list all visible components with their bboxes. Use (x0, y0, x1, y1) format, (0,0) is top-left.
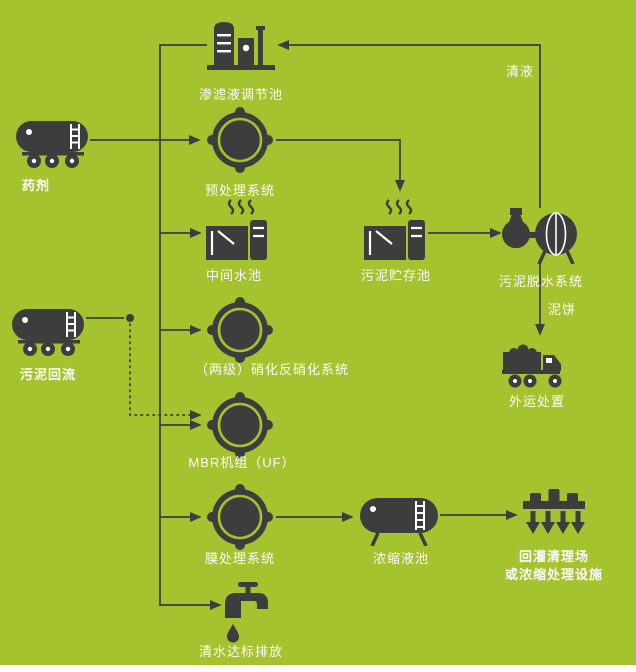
reinjection-label: 回灌清理场 或浓缩处理设施 (505, 548, 603, 584)
clean-water-label: 清水达标排放 (198, 644, 284, 659)
mud-cake-label: 泥饼 (548, 302, 577, 317)
leachate-pool-icon (206, 18, 276, 74)
intermediate-pool-label: 中间水池 (205, 268, 263, 283)
chemical-label: 药剂 (22, 178, 51, 193)
reinjection-facility-icon (520, 488, 588, 544)
membrane-label: 膜处理系统 (204, 551, 276, 566)
clear-liquid-label: 清液 (505, 64, 534, 79)
intermediate-pool-icon (204, 198, 270, 262)
bottom-edge-strip (0, 665, 636, 672)
outbound-label: 外运处置 (508, 394, 566, 409)
concentrate-pool-label: 浓缩液池 (372, 551, 430, 566)
sludge-dewatering-icon (498, 206, 582, 264)
sludge-return-dashed-line (129, 323, 202, 421)
sludge-return-truck-icon (10, 300, 98, 358)
chemical-truck-icon (14, 112, 102, 170)
pretreatment-unit-icon (206, 106, 274, 174)
outbound-truck-icon (500, 338, 574, 390)
reinjection-label-line1: 回灌清理场 (518, 549, 590, 564)
nitrification-label: （两级）硝化反硝化系统 (194, 362, 350, 377)
sludge-storage-label: 污泥贮存池 (360, 268, 432, 283)
reinjection-label-line2: 或浓缩处理设施 (504, 567, 604, 582)
main-flow-line (159, 44, 222, 611)
membrane-unit-icon (206, 483, 274, 551)
leachate-pool-label: 渗滤液调节池 (198, 87, 284, 102)
nitrification-unit-icon (206, 296, 274, 364)
sludge-storage-pool-icon (362, 198, 428, 262)
pretreatment-label: 预处理系统 (204, 183, 276, 198)
concentrate-pool-icon (358, 494, 444, 546)
sludge-dewatering-label: 污泥脱水系统 (498, 274, 584, 289)
clear-liquid-return-line (277, 39, 541, 208)
clean-water-faucet-icon (214, 582, 270, 644)
mbr-label: MBR机组（UF） (188, 455, 296, 470)
sludge-return-label: 污泥回流 (20, 367, 77, 382)
pretreatment-to-storage-line (276, 139, 406, 192)
mbr-unit-icon (206, 391, 274, 459)
junction-dot (126, 314, 134, 322)
